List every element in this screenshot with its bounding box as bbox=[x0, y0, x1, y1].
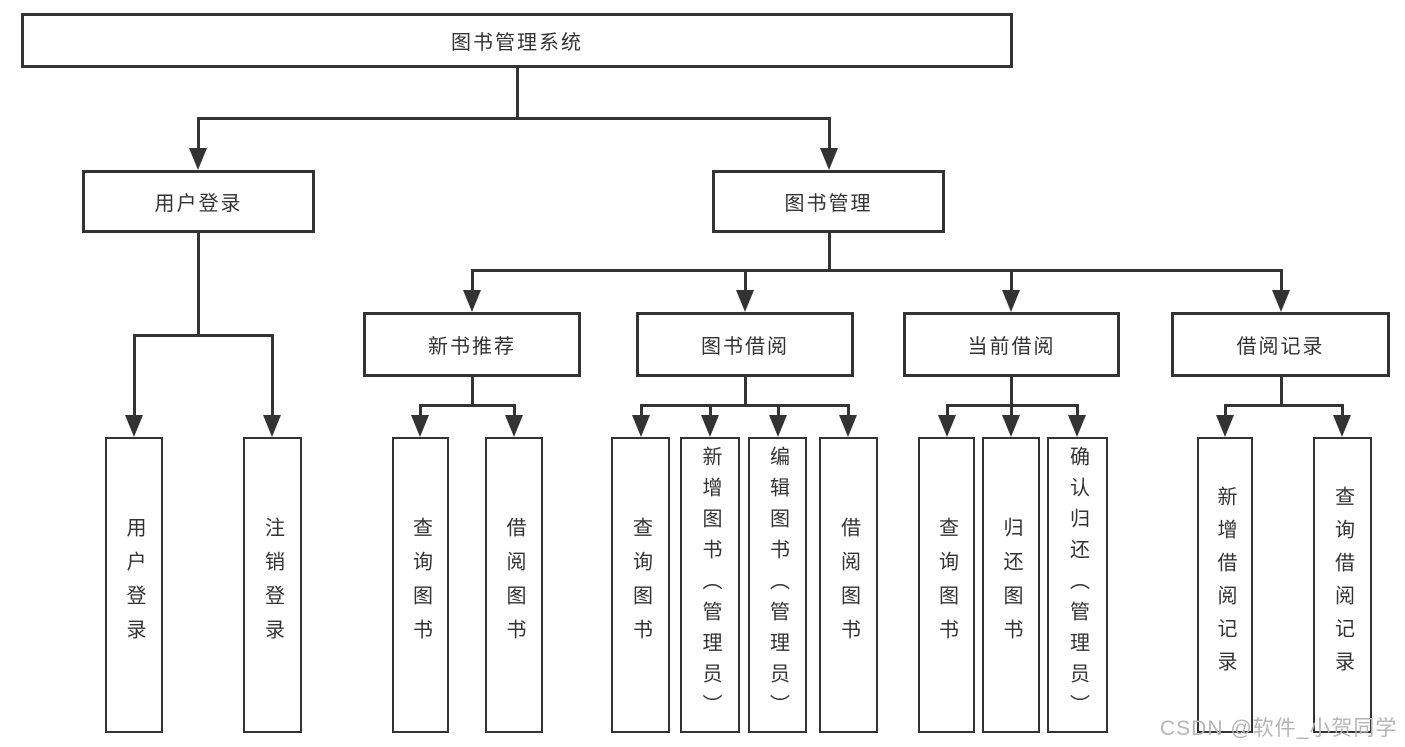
leaf-newbook-borrow: 借阅图书 bbox=[485, 437, 543, 733]
node-borrow-records-label: 借阅记录 bbox=[1236, 336, 1325, 358]
edge-drop-borrow-records bbox=[1280, 269, 1283, 292]
leaf-add-borrow-record: 新增借阅记录 bbox=[1197, 437, 1253, 733]
leaf-add-borrow-record-label: 新增借阅记录 bbox=[1214, 486, 1236, 684]
arrowhead-cb-query bbox=[938, 415, 956, 437]
leaf-newbook-borrow-label: 借阅图书 bbox=[503, 517, 525, 653]
node-current-borrow-label: 当前借阅 bbox=[967, 336, 1056, 358]
edge-borrow-records-branch bbox=[1224, 404, 1344, 407]
leaf-newbook-query-label: 查询图书 bbox=[409, 517, 432, 653]
leaf-query-borrow-record: 查询借阅记录 bbox=[1313, 437, 1372, 733]
leaf-confirm-return-admin-label: 确认归还（管理员） bbox=[1066, 445, 1089, 725]
arrowhead-nb-borrow bbox=[505, 415, 523, 437]
arrowhead-book-mgmt bbox=[820, 148, 838, 170]
edge-book-borrow-stem bbox=[744, 377, 747, 406]
node-book-borrow: 图书借阅 bbox=[636, 312, 854, 377]
edge-drop-bb-add bbox=[709, 404, 712, 417]
arrowhead-br-add bbox=[1216, 415, 1234, 437]
edge-drop-bb-edit bbox=[777, 404, 780, 417]
edge-level3-branch bbox=[471, 269, 1283, 272]
edge-drop-cb-return bbox=[1010, 404, 1013, 417]
arrowhead-bb-edit bbox=[769, 415, 787, 437]
edge-level2-branch bbox=[197, 117, 831, 120]
leaf-borrow-add-admin: 新增图书（管理员） bbox=[680, 437, 740, 733]
edge-user-login-stem bbox=[197, 233, 200, 336]
edge-book-borrow-branch bbox=[640, 404, 850, 407]
leaf-return-book: 归还图书 bbox=[982, 437, 1040, 733]
arrowhead-br-query bbox=[1333, 415, 1351, 437]
node-user-login: 用户登录 bbox=[82, 170, 315, 233]
leaf-borrow-edit-admin: 编辑图书（管理员） bbox=[748, 437, 807, 733]
watermark: CSDN @软件_小贺同学 bbox=[1160, 717, 1398, 740]
arrowhead-new-book bbox=[463, 290, 481, 312]
edge-drop-user-login bbox=[197, 117, 200, 149]
leaf-logout-label: 注销登录 bbox=[261, 517, 284, 653]
edge-drop-leaf-logout bbox=[271, 334, 274, 416]
edge-drop-new-book bbox=[471, 269, 474, 292]
edge-drop-current-borrow bbox=[1010, 269, 1013, 292]
leaf-current-query: 查询图书 bbox=[918, 437, 975, 733]
arrowhead-nb-query bbox=[411, 415, 429, 437]
node-book-borrow-label: 图书借阅 bbox=[701, 336, 789, 358]
arrowhead-leaf-login bbox=[125, 415, 143, 437]
arrowhead-bb-add bbox=[701, 415, 719, 437]
node-borrow-records: 借阅记录 bbox=[1171, 312, 1390, 377]
node-book-management-label: 图书管理 bbox=[784, 193, 873, 215]
edge-drop-book-borrow bbox=[744, 269, 747, 292]
arrowhead-borrow-records bbox=[1272, 290, 1290, 312]
leaf-borrow-edit-admin-label: 编辑图书（管理员） bbox=[766, 445, 789, 725]
edge-user-login-branch bbox=[133, 334, 274, 337]
edge-new-book-branch bbox=[419, 404, 516, 407]
node-user-login-label: 用户登录 bbox=[154, 193, 243, 215]
arrowhead-bb-query bbox=[632, 415, 650, 437]
node-new-book-recommend-label: 新书推荐 bbox=[428, 336, 516, 358]
leaf-borrow-add-admin-label: 新增图书（管理员） bbox=[699, 445, 721, 725]
arrowhead-cb-return bbox=[1002, 415, 1020, 437]
leaf-borrow-book-label: 借阅图书 bbox=[837, 517, 860, 653]
leaf-borrow-book: 借阅图书 bbox=[819, 437, 878, 733]
arrowhead-user-login bbox=[189, 148, 207, 170]
leaf-return-book-label: 归还图书 bbox=[1000, 517, 1022, 653]
leaf-current-query-label: 查询图书 bbox=[935, 517, 958, 653]
node-new-book-recommend: 新书推荐 bbox=[363, 312, 581, 377]
edge-drop-leaf-login bbox=[133, 334, 136, 416]
leaf-confirm-return-admin: 确认归还（管理员） bbox=[1047, 437, 1108, 733]
edge-drop-nb-borrow bbox=[513, 404, 516, 417]
edge-drop-bb-query bbox=[640, 404, 643, 417]
edge-drop-cb-query bbox=[946, 404, 949, 417]
edge-borrow-records-stem bbox=[1280, 377, 1283, 406]
edge-drop-br-query bbox=[1341, 404, 1344, 417]
node-root: 图书管理系统 bbox=[21, 13, 1013, 68]
arrowhead-book-borrow bbox=[736, 290, 754, 312]
edge-drop-br-add bbox=[1224, 404, 1227, 417]
leaf-logout: 注销登录 bbox=[243, 437, 302, 733]
node-current-borrow: 当前借阅 bbox=[903, 312, 1120, 377]
edge-new-book-stem bbox=[471, 377, 474, 406]
arrowhead-current-borrow bbox=[1002, 290, 1020, 312]
edge-drop-cb-confirm bbox=[1076, 404, 1079, 417]
leaf-newbook-query: 查询图书 bbox=[392, 437, 449, 733]
edge-drop-book-mgmt bbox=[828, 117, 831, 149]
leaf-user-login-label: 用户登录 bbox=[123, 517, 145, 653]
edge-current-borrow-stem bbox=[1010, 377, 1013, 406]
node-book-management: 图书管理 bbox=[712, 170, 945, 233]
leaf-borrow-query-label: 查询图书 bbox=[629, 517, 652, 653]
leaf-borrow-query: 查询图书 bbox=[611, 437, 670, 733]
leaf-query-borrow-record-label: 查询借阅记录 bbox=[1331, 486, 1354, 684]
arrowhead-bb-borrow bbox=[839, 415, 857, 437]
leaf-user-login: 用户登录 bbox=[105, 437, 163, 733]
edge-root-stem bbox=[516, 67, 519, 119]
arrowhead-leaf-logout bbox=[263, 415, 281, 437]
arrowhead-cb-confirm bbox=[1068, 415, 1086, 437]
edge-drop-bb-borrow bbox=[847, 404, 850, 417]
edge-drop-nb-query bbox=[419, 404, 422, 417]
node-root-label: 图书管理系统 bbox=[451, 32, 583, 54]
edge-book-mgmt-stem bbox=[828, 233, 831, 271]
